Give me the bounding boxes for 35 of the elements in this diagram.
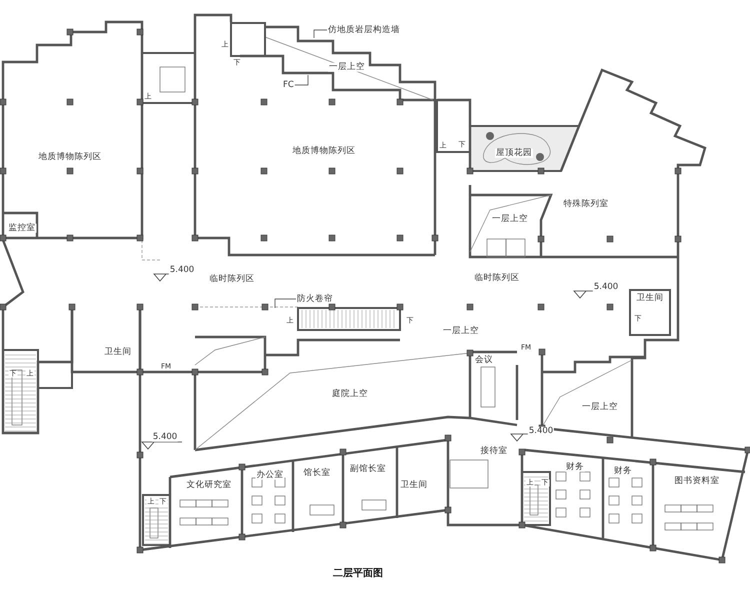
room-label: 一层上空 <box>442 326 480 336</box>
room-label: 馆长室 <box>302 468 332 478</box>
room-label: 特殊陈列室 <box>562 200 610 208</box>
room-label: 一层上空 <box>491 214 529 224</box>
room-label: 副馆长室 <box>349 464 387 474</box>
room-label: 接待室 <box>480 446 508 456</box>
room-label: 财务 <box>565 462 585 472</box>
room-label: 监控室 <box>8 224 36 232</box>
room-label: 庭院上空 <box>331 390 369 398</box>
drawing-caption: 二层平面图 <box>333 567 383 580</box>
room-label: 图书资料室 <box>674 476 720 486</box>
room-label: 地质博物陈列区 <box>292 146 356 156</box>
room-label: 5.400 <box>168 266 196 274</box>
room-label: 临时陈列区 <box>474 274 520 282</box>
callout-label: FC <box>283 80 294 90</box>
room-label: 地质博物陈列区 <box>38 152 102 162</box>
room-label: 办公室 <box>256 470 284 480</box>
room-label: 财务 <box>613 466 633 476</box>
room-label: 5.400 <box>528 426 554 436</box>
room-label: 卫生间 <box>400 480 428 490</box>
room-label: 一层上空 <box>328 62 366 72</box>
room-label: 屋顶花园 <box>495 148 533 158</box>
room-label: 卫生间 <box>104 348 132 356</box>
callout-label: 仿地质岩层构造墙 <box>328 26 400 34</box>
room-label: 会议 <box>474 356 494 364</box>
room-label: 一层上空 <box>581 402 619 412</box>
room-label: 卫生间 <box>636 294 664 302</box>
leader-line <box>274 298 296 308</box>
room-label: 临时陈列区 <box>208 274 256 284</box>
leader-line <box>314 30 328 38</box>
room-label: 5.400 <box>592 282 620 292</box>
room-label: 5.400 <box>152 432 178 442</box>
leader-line <box>294 74 308 86</box>
callout-label: 防火卷帘 <box>297 294 333 304</box>
room-label: 文化研究室 <box>186 480 232 490</box>
